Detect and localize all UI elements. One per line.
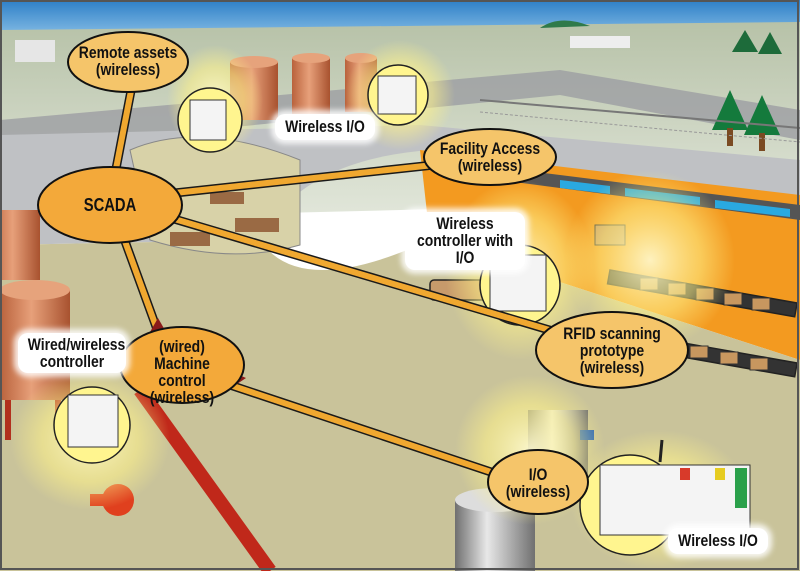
callout-wireless-io-bottom: Wireless I/O [668,528,768,554]
link-scada-rfid [107,197,603,348]
hill [540,20,590,28]
callout-label: Wireless I/O [678,531,758,550]
desk [235,218,279,232]
node-scada: SCADA [83,195,137,215]
node-bubbles [37,31,689,515]
callout-wireless-controller: Wireless controller with I/O [405,212,525,270]
bubble-remote-assets [67,31,189,93]
callout-label: Wireless I/O [285,117,365,136]
node-rfid-scanning: RFID scanning prototype (wireless) [563,324,661,377]
bubble-rfid [535,311,689,389]
callout-wireless-io-top: Wireless I/O [275,114,375,140]
node-machine-control: (wired) Machine control (wireless) [149,337,215,407]
bubble-facility-access [423,128,557,186]
node-io-wireless: I/O (wireless) [505,465,571,501]
remote-building [15,40,55,62]
callout-label: Wired/wireless controller [27,335,126,371]
bubble-scada [37,166,183,244]
fence [479,99,800,129]
io-devices [53,64,751,556]
callout-label: Wireless controller with I/O [416,214,514,267]
node-facility-access: Facility Access (wireless) [439,139,541,175]
callout-wired-wireless-controller: Wired/wireless controller [18,333,126,373]
desk [210,192,244,204]
outbuilding [570,36,630,48]
node-remote-assets: Remote assets (wireless) [78,43,178,79]
desk [170,232,210,246]
bubble-io-wireless [487,449,589,515]
